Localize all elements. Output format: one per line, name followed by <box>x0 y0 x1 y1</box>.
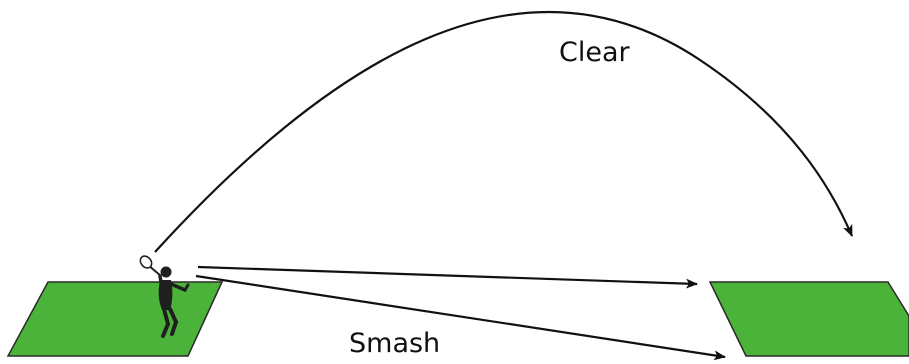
drive-arrow <box>198 267 697 284</box>
right-court <box>710 282 909 356</box>
clear-label: Clear <box>559 37 631 68</box>
smash-arrow <box>196 276 725 357</box>
left-court <box>8 282 222 356</box>
smash-label: Smash <box>349 328 440 359</box>
clear-arrow <box>155 12 852 252</box>
racket-icon <box>138 254 161 276</box>
